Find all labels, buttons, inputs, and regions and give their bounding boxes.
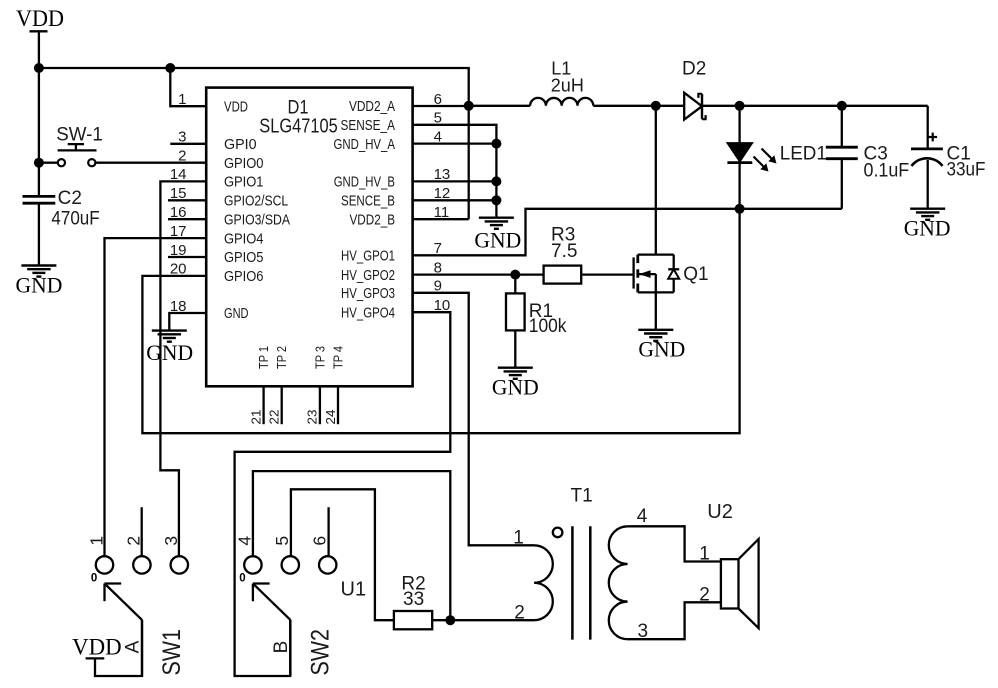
svg-text:7.5: 7.5 bbox=[551, 241, 577, 262]
svg-text:6: 6 bbox=[434, 91, 442, 108]
svg-text:6: 6 bbox=[310, 536, 330, 546]
svg-text:0: 0 bbox=[239, 572, 245, 584]
svg-text:GND_HV_B: GND_HV_B bbox=[334, 175, 395, 191]
svg-text:TP 1: TP 1 bbox=[256, 346, 271, 369]
svg-text:GPIO3/SDA: GPIO3/SDA bbox=[224, 212, 290, 228]
svg-text:GPIO4: GPIO4 bbox=[224, 231, 264, 247]
svg-text:D1: D1 bbox=[288, 98, 309, 119]
svg-text:VDD: VDD bbox=[224, 99, 248, 115]
svg-text:LED1: LED1 bbox=[780, 144, 827, 165]
svg-text:1: 1 bbox=[513, 528, 524, 549]
svg-text:9: 9 bbox=[434, 278, 442, 295]
svg-text:3: 3 bbox=[161, 536, 181, 546]
svg-text:24: 24 bbox=[323, 410, 338, 425]
svg-text:C1: C1 bbox=[947, 144, 971, 165]
svg-text:0: 0 bbox=[91, 572, 97, 584]
svg-text:33uF: 33uF bbox=[947, 160, 986, 181]
svg-text:470uF: 470uF bbox=[51, 209, 99, 230]
svg-text:TP 3: TP 3 bbox=[312, 346, 327, 369]
svg-text:22: 22 bbox=[267, 410, 282, 425]
svg-text:16: 16 bbox=[170, 204, 187, 221]
svg-text:TP 2: TP 2 bbox=[274, 346, 289, 369]
svg-text:SENCE_B: SENCE_B bbox=[341, 194, 395, 210]
svg-text:SW2: SW2 bbox=[307, 629, 335, 676]
svg-text:SENSE_A: SENSE_A bbox=[341, 118, 396, 134]
svg-text:R3: R3 bbox=[551, 225, 575, 246]
svg-text:SLG47105: SLG47105 bbox=[259, 116, 338, 138]
svg-text:R2: R2 bbox=[401, 573, 425, 594]
svg-text:2: 2 bbox=[699, 584, 710, 605]
svg-text:U1: U1 bbox=[341, 578, 367, 600]
svg-text:VDD: VDD bbox=[16, 6, 64, 31]
svg-text:GPIO0: GPIO0 bbox=[224, 156, 264, 172]
svg-text:C2: C2 bbox=[58, 188, 82, 209]
svg-text:B: B bbox=[271, 641, 292, 654]
svg-text:GPIO2/SCL: GPIO2/SCL bbox=[224, 194, 288, 210]
svg-text:R1: R1 bbox=[529, 301, 553, 322]
svg-text:12: 12 bbox=[434, 185, 451, 202]
svg-text:7: 7 bbox=[434, 240, 442, 257]
svg-text:GND: GND bbox=[16, 272, 63, 297]
svg-text:TP 4: TP 4 bbox=[331, 346, 346, 369]
svg-text:T1: T1 bbox=[571, 485, 593, 506]
svg-text:A: A bbox=[123, 640, 144, 653]
svg-text:GPIO1: GPIO1 bbox=[224, 175, 264, 191]
svg-text:19: 19 bbox=[170, 242, 187, 259]
svg-text:17: 17 bbox=[170, 223, 187, 240]
svg-text:1: 1 bbox=[178, 91, 186, 108]
svg-text:C3: C3 bbox=[864, 144, 888, 165]
svg-text:4: 4 bbox=[235, 536, 255, 546]
svg-text:8: 8 bbox=[434, 259, 442, 276]
svg-text:GND_HV_A: GND_HV_A bbox=[334, 137, 396, 153]
svg-text:GND: GND bbox=[638, 337, 685, 362]
svg-text:GPI0: GPI0 bbox=[224, 137, 257, 153]
svg-text:GND: GND bbox=[474, 228, 521, 253]
svg-text:3: 3 bbox=[178, 129, 186, 146]
svg-text:HV_GPO2: HV_GPO2 bbox=[341, 268, 395, 284]
svg-text:20: 20 bbox=[170, 261, 187, 278]
svg-text:13: 13 bbox=[434, 166, 451, 183]
svg-text:GPIO5: GPIO5 bbox=[224, 250, 264, 266]
svg-text:18: 18 bbox=[170, 298, 187, 315]
svg-text:1: 1 bbox=[86, 536, 106, 546]
svg-text:2: 2 bbox=[124, 536, 144, 546]
svg-text:HV_GPO1: HV_GPO1 bbox=[341, 249, 395, 265]
svg-text:5: 5 bbox=[272, 536, 292, 546]
svg-text:GND: GND bbox=[492, 375, 539, 400]
svg-text:14: 14 bbox=[170, 166, 187, 183]
svg-text:GPIO6: GPIO6 bbox=[224, 269, 264, 285]
svg-text:VDD: VDD bbox=[72, 635, 122, 660]
svg-text:VDD2_A: VDD2_A bbox=[349, 99, 395, 115]
svg-text:4: 4 bbox=[637, 506, 648, 527]
svg-text:2: 2 bbox=[514, 603, 525, 624]
svg-text:SW1: SW1 bbox=[158, 629, 186, 676]
svg-text:GND: GND bbox=[224, 306, 249, 322]
svg-text:11: 11 bbox=[434, 204, 450, 221]
svg-text:U2: U2 bbox=[707, 501, 733, 523]
svg-text:23: 23 bbox=[305, 410, 320, 425]
svg-text:100k: 100k bbox=[529, 316, 567, 337]
svg-text:L1: L1 bbox=[551, 59, 571, 79]
svg-text:Q1: Q1 bbox=[683, 264, 708, 285]
svg-text:HV_GPO4: HV_GPO4 bbox=[341, 305, 395, 321]
svg-text:HV_GPO3: HV_GPO3 bbox=[341, 286, 395, 302]
svg-text:3: 3 bbox=[638, 621, 649, 642]
svg-text:10: 10 bbox=[434, 297, 451, 314]
svg-text:GND: GND bbox=[904, 216, 951, 241]
svg-text:4: 4 bbox=[434, 128, 442, 145]
svg-text:21: 21 bbox=[248, 410, 263, 425]
svg-text:15: 15 bbox=[170, 185, 187, 202]
svg-text:5: 5 bbox=[434, 110, 442, 127]
svg-text:SW-1: SW-1 bbox=[56, 124, 103, 146]
svg-text:VDD2_B: VDD2_B bbox=[350, 212, 396, 228]
svg-text:GND: GND bbox=[146, 340, 193, 365]
svg-text:D2: D2 bbox=[682, 59, 706, 80]
svg-text:33: 33 bbox=[403, 589, 424, 610]
svg-text:0.1uF: 0.1uF bbox=[864, 161, 910, 182]
svg-text:2: 2 bbox=[178, 148, 186, 165]
svg-text:1: 1 bbox=[699, 544, 710, 565]
svg-text:2uH: 2uH bbox=[551, 76, 584, 96]
